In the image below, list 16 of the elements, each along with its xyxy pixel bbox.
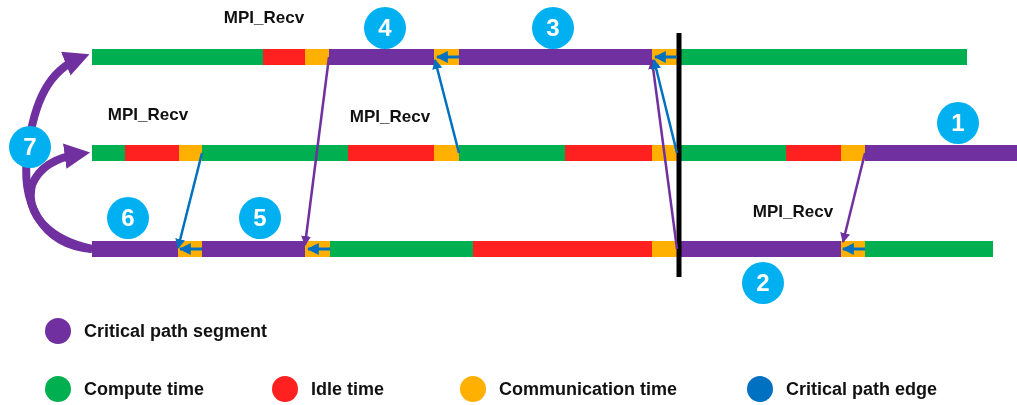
- legend-label: Idle time: [311, 378, 385, 400]
- callout-number: 7: [9, 126, 51, 168]
- legend-label: Critical path segment: [84, 320, 268, 342]
- callout-number: 6: [107, 197, 149, 239]
- legend-label: Critical path edge: [786, 378, 938, 400]
- callout-number: 1: [937, 102, 979, 144]
- callout-number: 3: [532, 7, 574, 49]
- callout-number: 2: [742, 262, 784, 304]
- legend-label: Communication time: [499, 378, 677, 400]
- function-label: MPI_Recv: [349, 107, 431, 127]
- function-label: MPI_Recv: [107, 105, 189, 125]
- function-label: MPI_Recv: [752, 202, 834, 222]
- legend-label: Compute time: [84, 378, 204, 400]
- callout-number: 4: [364, 7, 406, 49]
- callout-number: 5: [239, 197, 281, 239]
- function-label: MPI_Recv: [223, 8, 305, 28]
